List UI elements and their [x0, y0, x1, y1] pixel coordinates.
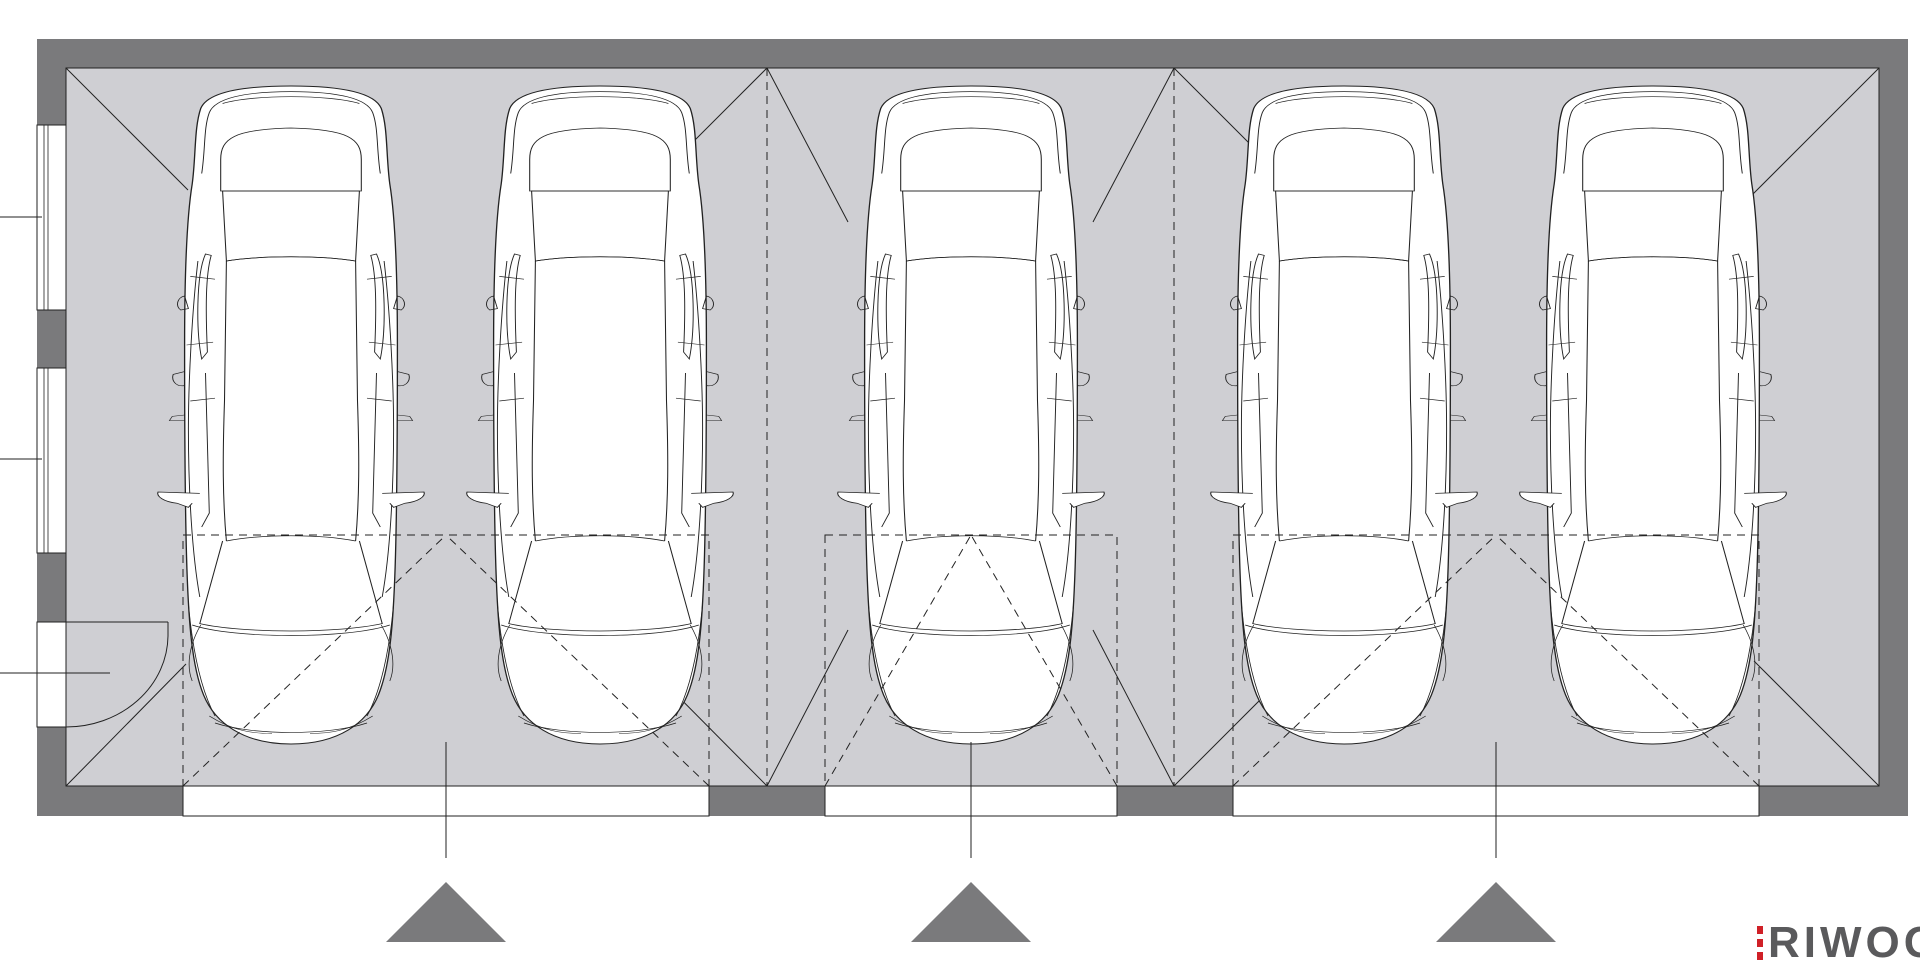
logo-text: RIWOG: [1768, 918, 1920, 967]
bay-dividers: [766, 68, 1175, 786]
entrance-marker-3: [1436, 742, 1556, 942]
entrance-marker-2: [911, 742, 1031, 942]
car-5: [1519, 85, 1787, 745]
car-3: [837, 85, 1105, 745]
car-4: [1210, 85, 1478, 745]
car-2: [466, 85, 734, 745]
car-1: [157, 85, 425, 745]
entrance-marker-1: [386, 742, 506, 942]
riwog-logo: RIWOG: [1757, 918, 1920, 968]
logo-mark-icon: [1757, 926, 1763, 960]
side-door: [36, 621, 169, 728]
window-2: [36, 367, 67, 554]
